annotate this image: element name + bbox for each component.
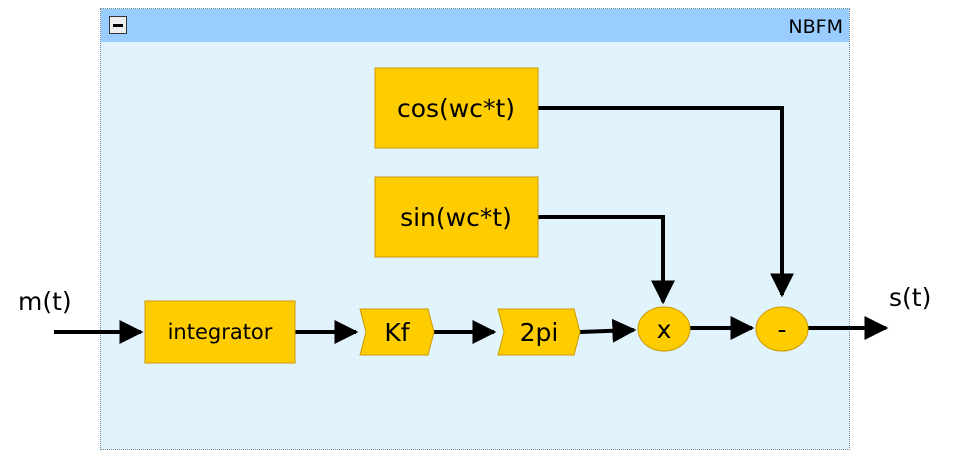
- input-signal-label: m(t): [18, 287, 72, 316]
- cos-block[interactable]: cos(wc*t): [374, 67, 539, 149]
- wire-sin-to-multiply: [538, 215, 675, 305]
- integrator-block-label: integrator: [168, 320, 273, 344]
- sin-block-label: sin(wc*t): [400, 203, 512, 232]
- cos-block-label: cos(wc*t): [397, 94, 515, 123]
- wire-cos-to-subtract: [538, 106, 794, 298]
- subtract-block-label: -: [777, 315, 786, 344]
- twopi-gain-block[interactable]: 2pi: [497, 308, 581, 356]
- subsystem-title: NBFM: [788, 16, 843, 38]
- kf-gain-block[interactable]: Kf: [359, 308, 435, 356]
- collapse-icon[interactable]: [109, 16, 127, 34]
- subtract-block[interactable]: -: [755, 306, 809, 352]
- twopi-gain-label: 2pi: [520, 318, 559, 347]
- multiply-block-label: x: [657, 315, 672, 344]
- wire-2pi-to-multiply: [579, 318, 637, 343]
- sin-block[interactable]: sin(wc*t): [374, 176, 539, 258]
- integrator-block[interactable]: integrator: [144, 300, 296, 364]
- connections: [54, 106, 889, 344]
- kf-gain-label: Kf: [384, 318, 410, 347]
- multiply-block[interactable]: x: [637, 306, 691, 352]
- output-signal-label: s(t): [889, 283, 931, 312]
- subsystem-header: NBFM: [101, 9, 849, 42]
